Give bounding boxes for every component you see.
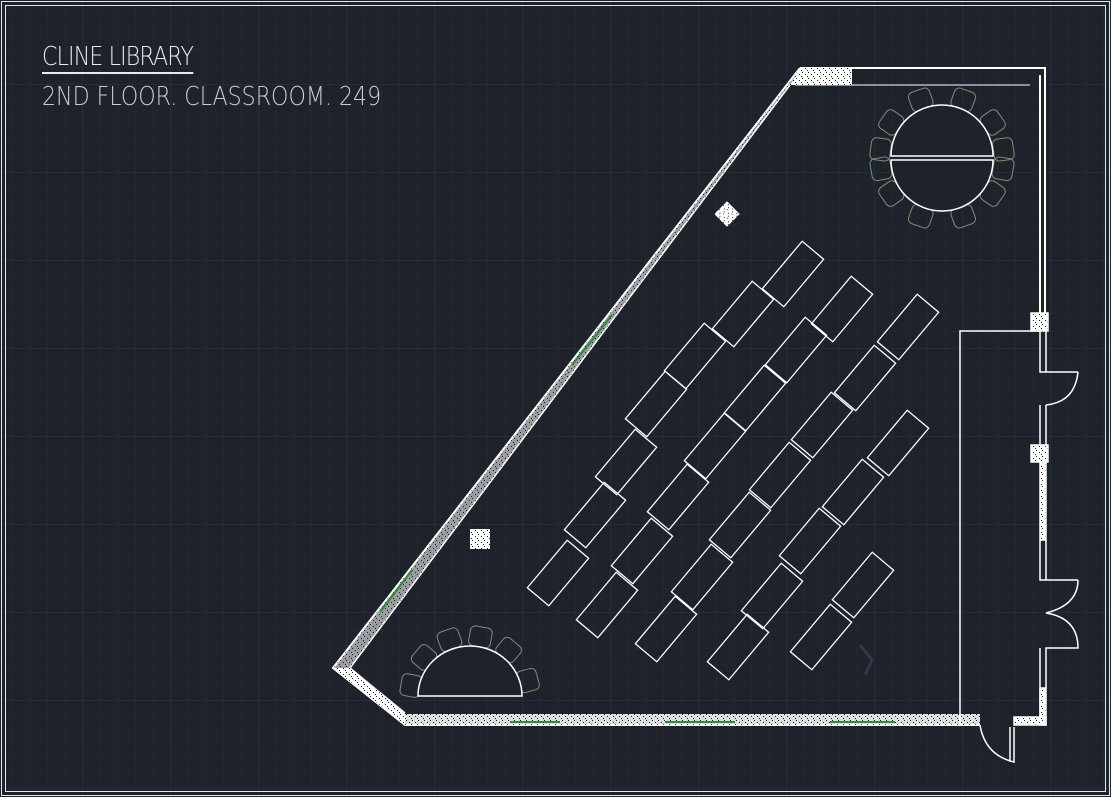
half-round-table-bottom-left — [399, 625, 540, 698]
desk — [634, 595, 698, 663]
chair-marks — [858, 644, 874, 676]
hallway-walls — [959, 312, 1079, 763]
exterior-walls — [331, 67, 1046, 726]
desk — [764, 316, 828, 384]
desk — [790, 391, 854, 459]
desk — [740, 562, 804, 630]
drawing-title: CLINE LIBRARY — [42, 42, 194, 74]
desk — [711, 280, 775, 348]
drawing-subtitle: 2ND FLOOR. CLASSROOM. 249 — [42, 82, 382, 112]
desk — [563, 481, 627, 549]
desk — [670, 543, 734, 611]
desk — [748, 441, 812, 509]
desk — [833, 344, 897, 412]
desk-group — [526, 240, 940, 681]
desk — [526, 539, 590, 607]
desk — [708, 491, 772, 559]
columns — [470, 201, 740, 549]
round-table-top-right — [869, 87, 1015, 229]
desk — [761, 240, 825, 308]
desk — [821, 458, 885, 526]
desk — [594, 428, 658, 496]
desk — [610, 517, 674, 585]
desk — [866, 409, 930, 477]
desk — [646, 463, 710, 531]
windows — [379, 314, 895, 723]
desk — [810, 275, 874, 343]
desk — [683, 412, 747, 480]
desk — [876, 293, 940, 361]
desk — [706, 613, 770, 681]
desk — [778, 507, 842, 575]
desk — [789, 603, 853, 671]
desk — [624, 370, 688, 438]
desk — [575, 571, 639, 639]
desk — [831, 551, 895, 619]
